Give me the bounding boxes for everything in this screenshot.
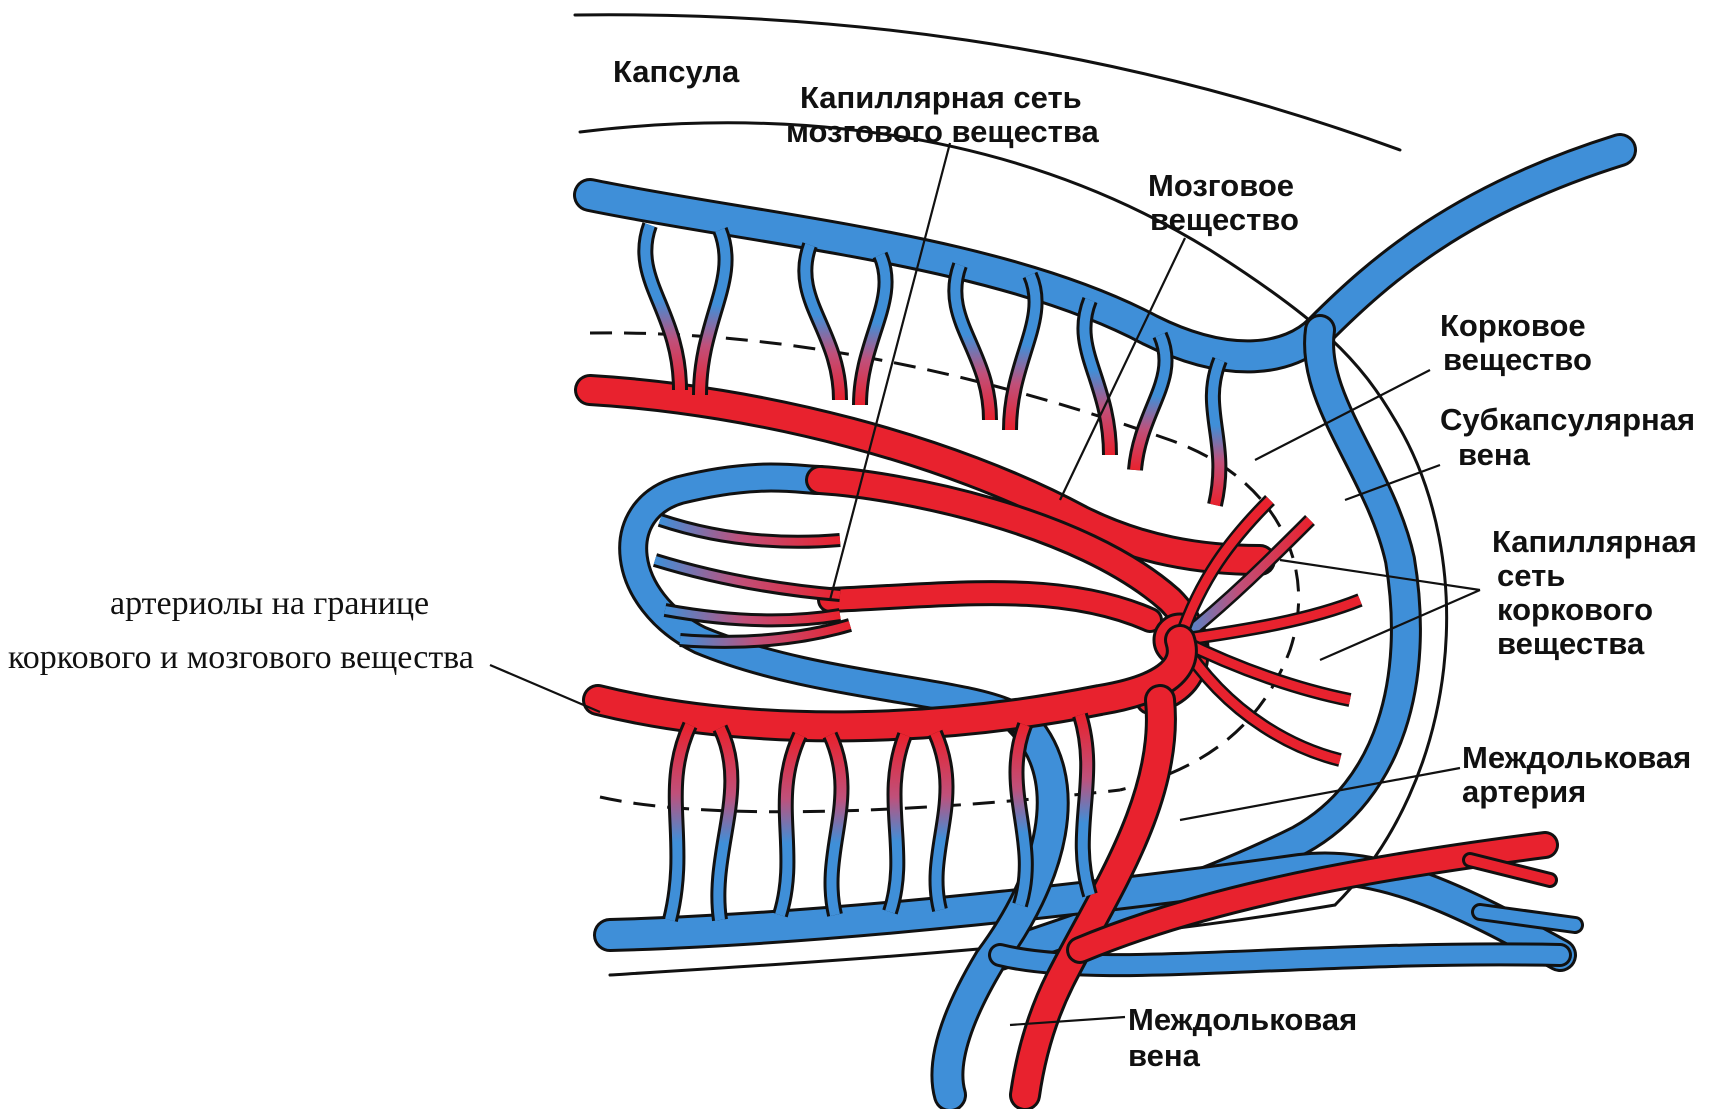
capsule-label: Капсула [613,54,740,89]
cortex-capillary-label-line1: Капиллярная [1492,524,1697,559]
medulla-label-line2: вещество [1150,202,1299,237]
arterioles-label-line1: артериолы на границе [110,585,429,622]
arterioles-label-line2: коркового и мозгового вещества [8,639,474,676]
interlobular-artery-label-line1: Междольковая [1462,740,1691,775]
interlobular-vein-label-line1: Междольковая [1128,1002,1357,1037]
medulla-label-line1: Мозговое [1148,168,1294,203]
cortex-label-line1: Корковое [1440,308,1586,343]
cortex-capillary-label-line3: коркового [1497,592,1653,627]
cortex-capillary-label-line2: сеть [1497,558,1565,593]
subcapsular-vein-label-line2: вена [1458,437,1531,472]
cortex-label-line2: вещество [1443,342,1592,377]
cortex-capillary-label-line4: вещества [1497,626,1645,661]
medulla-capillary-label-line1: Капиллярная сеть [800,80,1082,115]
interlobular-artery-label-line2: артерия [1462,774,1586,809]
medulla-capillary-label-line2: мозгового вещества [786,114,1099,149]
subcapsular-vein-label-line1: Субкапсулярная [1440,402,1695,437]
interlobular-vein-label-line2: вена [1128,1038,1201,1073]
lower-capillary-loops [670,715,1090,920]
